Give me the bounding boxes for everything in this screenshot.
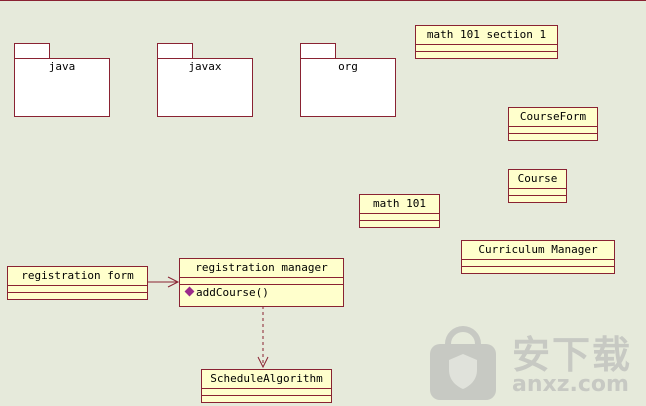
class-name: registration manager bbox=[180, 259, 343, 278]
class-attributes bbox=[462, 260, 614, 267]
class-attributes bbox=[509, 127, 597, 134]
association-regform-regmgr[interactable] bbox=[148, 276, 180, 288]
class-operations: addCourse() bbox=[180, 285, 343, 301]
class-attributes bbox=[416, 45, 557, 52]
class-name: math 101 section 1 bbox=[416, 26, 557, 45]
package-org[interactable]: org bbox=[300, 43, 396, 117]
watermark-text: 安下载 bbox=[512, 333, 633, 377]
package-tab bbox=[14, 43, 50, 59]
class-schedule-algorithm[interactable]: ScheduleAlgorithm bbox=[201, 369, 332, 403]
class-registration-manager[interactable]: registration manager addCourse() bbox=[179, 258, 344, 307]
package-label: javax bbox=[188, 60, 222, 73]
class-attributes bbox=[8, 286, 147, 293]
operation-icon bbox=[184, 286, 195, 297]
class-curriculum-manager[interactable]: Curriculum Manager bbox=[461, 240, 615, 274]
operation-add-course[interactable]: addCourse() bbox=[196, 286, 269, 299]
class-name: registration form bbox=[8, 267, 147, 286]
package-body bbox=[300, 58, 396, 117]
class-courseform[interactable]: CourseForm bbox=[508, 107, 598, 141]
class-attributes bbox=[180, 278, 343, 285]
class-math-101[interactable]: math 101 bbox=[359, 194, 440, 228]
class-math-101-section-1[interactable]: math 101 section 1 bbox=[415, 25, 558, 59]
class-attributes bbox=[202, 389, 331, 396]
dependency-regmgr-schedule[interactable] bbox=[257, 306, 269, 369]
class-registration-form[interactable]: registration form bbox=[7, 266, 148, 300]
package-javax[interactable]: javax bbox=[157, 43, 253, 117]
watermark: 安下载 anxz.com bbox=[428, 322, 646, 406]
package-java[interactable]: java bbox=[14, 43, 110, 117]
package-body bbox=[157, 58, 253, 117]
class-attributes bbox=[360, 214, 439, 221]
class-attributes bbox=[509, 189, 566, 196]
package-label: org bbox=[338, 60, 358, 73]
class-name: Curriculum Manager bbox=[462, 241, 614, 260]
package-label: java bbox=[48, 60, 76, 73]
class-name: CourseForm bbox=[509, 108, 597, 127]
class-name: Course bbox=[509, 170, 566, 189]
class-name: math 101 bbox=[360, 195, 439, 214]
watermark-logo-icon bbox=[430, 326, 496, 400]
class-course[interactable]: Course bbox=[508, 169, 567, 203]
package-tab bbox=[300, 43, 336, 59]
watermark-url: anxz.com bbox=[512, 372, 629, 397]
package-body bbox=[14, 58, 110, 117]
package-tab bbox=[157, 43, 193, 59]
class-name: ScheduleAlgorithm bbox=[202, 370, 331, 389]
